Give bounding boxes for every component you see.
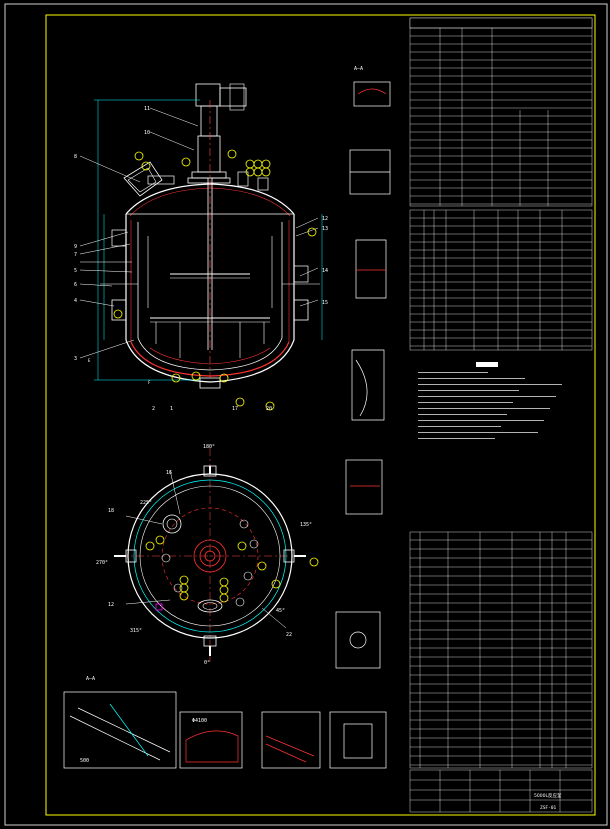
callout-13: 13 bbox=[322, 226, 328, 232]
note-line bbox=[418, 432, 538, 433]
angle-top: 180° bbox=[203, 444, 215, 450]
parts-list-table bbox=[409, 531, 593, 769]
callout-6: 6 bbox=[74, 282, 77, 288]
callout-9: 9 bbox=[74, 244, 77, 250]
note-line bbox=[418, 402, 513, 403]
note-line bbox=[418, 390, 519, 391]
elevation-callouts: 8 9 7 5 6 4 3 2 12 13 14 15 20 11 10 1 1… bbox=[74, 106, 328, 412]
callout-14: 14 bbox=[322, 268, 328, 274]
angle-left: 270° bbox=[96, 560, 108, 566]
note-line bbox=[418, 438, 495, 439]
dim-4100: Φ4100 bbox=[192, 718, 207, 724]
bottom-details bbox=[63, 691, 387, 769]
title-block bbox=[409, 769, 593, 813]
callout-3: 3 bbox=[74, 356, 77, 362]
plan-callout-12: 12 bbox=[108, 602, 114, 608]
nozzle-table bbox=[409, 209, 593, 351]
callout-7: 7 bbox=[74, 252, 77, 258]
callout-10: 10 bbox=[144, 130, 150, 136]
note-line bbox=[418, 426, 501, 427]
dim-500: 500 bbox=[80, 758, 89, 764]
vessel-plan-view bbox=[114, 448, 319, 662]
callout-11: 11 bbox=[144, 106, 150, 112]
callout-2: 2 bbox=[152, 406, 155, 412]
angle-315: 315° bbox=[130, 628, 142, 634]
outer-border bbox=[4, 3, 608, 826]
note-line bbox=[418, 420, 544, 421]
detail-a-label: A—A bbox=[354, 66, 363, 72]
note-line bbox=[418, 396, 556, 397]
design-parameters-table bbox=[409, 17, 593, 207]
callout-12: 12 bbox=[322, 216, 328, 222]
note-line bbox=[418, 414, 507, 415]
callout-20: 20 bbox=[266, 406, 272, 412]
drawing-number: ZSF-01 bbox=[540, 805, 557, 811]
technical-notes bbox=[418, 362, 562, 439]
angle-225: 225° bbox=[140, 500, 152, 506]
angle-45: 45° bbox=[276, 608, 285, 614]
title-block-name: 5000L反应釜 bbox=[534, 792, 562, 799]
bottom-view-label: A—A bbox=[86, 676, 95, 682]
inner-border bbox=[45, 14, 596, 816]
callout-4: 4 bbox=[74, 298, 77, 304]
section-details: A—A bbox=[335, 66, 391, 669]
angle-135: 135° bbox=[300, 522, 312, 528]
vessel-elevation-view bbox=[79, 83, 323, 411]
plan-view-labels: 180° 135° 225° 270° 315° 45° 0° 16 18 12… bbox=[96, 444, 312, 666]
note-line bbox=[418, 384, 562, 385]
plan-callout-22: 22 bbox=[286, 632, 292, 638]
callout-1: 1 bbox=[170, 406, 173, 412]
plan-callout-18: 18 bbox=[108, 508, 114, 514]
callout-5: 5 bbox=[74, 268, 77, 274]
note-line bbox=[418, 408, 550, 409]
callout-17: 17 bbox=[232, 406, 238, 412]
note-line bbox=[418, 372, 488, 373]
callout-15: 15 bbox=[322, 300, 328, 306]
note-line bbox=[418, 378, 525, 379]
label-f: F bbox=[148, 380, 151, 385]
plan-callout-16: 16 bbox=[166, 470, 172, 476]
label-e: E bbox=[88, 358, 91, 363]
angle-bottom: 0° bbox=[204, 660, 210, 666]
callout-8: 8 bbox=[74, 154, 77, 160]
